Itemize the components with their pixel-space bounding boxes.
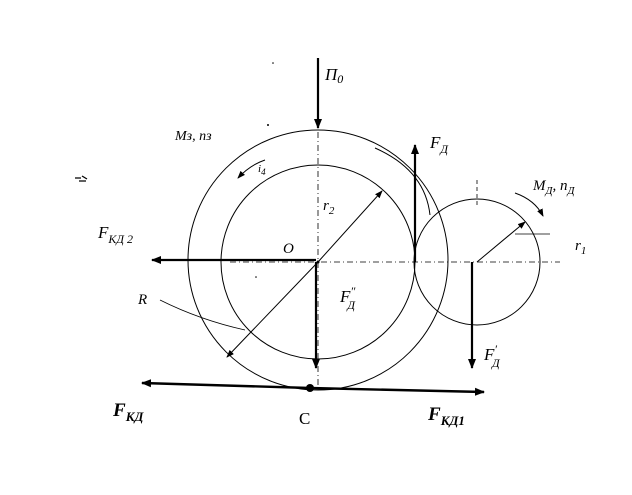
label-r1: r1: [575, 238, 586, 257]
R-leader-line: [159, 299, 246, 331]
connecting-curve: [374, 147, 431, 216]
label-fkd: FКД: [112, 400, 145, 424]
fkd-force-arrow: [141, 379, 311, 390]
contact-point-C: [306, 384, 314, 392]
label-i4: i4: [258, 163, 266, 177]
label-fd: FД: [429, 133, 449, 156]
scan-artifact-mark: [75, 175, 88, 182]
label-fd-prime: F′Д: [483, 342, 501, 370]
label-md-nd: MД, nД: [532, 178, 576, 197]
label-O: O: [283, 241, 294, 257]
scan-dot: [255, 276, 257, 278]
r2-radius-arrow: [317, 190, 383, 263]
label-C: C: [299, 409, 310, 428]
label-fd-double-prime: F″Д: [339, 284, 356, 312]
label-R: R: [137, 292, 147, 308]
center-point-O: [316, 260, 320, 264]
label-fkd1: FКД1: [427, 404, 465, 428]
label-fkd2: FКД 2: [97, 223, 133, 246]
scan-dot: [267, 124, 269, 126]
R-radius-arrow: [226, 261, 319, 358]
r1-radius-arrow: [476, 221, 526, 263]
md-rotation-arrow: [514, 192, 544, 217]
label-m3-n3: Mз, nз: [174, 129, 212, 144]
scan-dot: [272, 62, 274, 64]
m3-rotation-arrow: [237, 159, 266, 179]
label-pi0: П0: [324, 65, 343, 86]
fkd1-force-arrow: [309, 386, 485, 396]
label-r2: r2: [323, 198, 335, 217]
